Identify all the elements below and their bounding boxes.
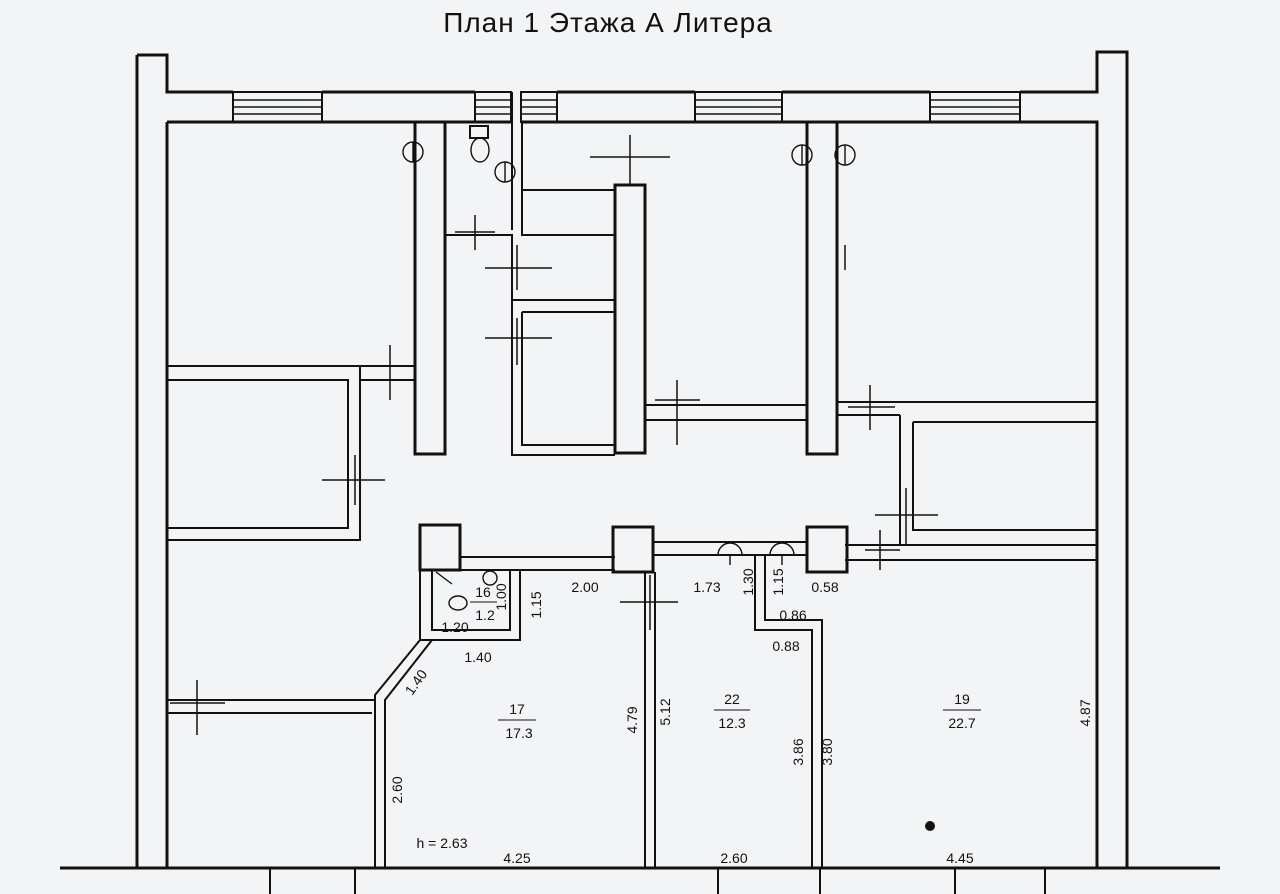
room-19-area: 22.7 — [948, 715, 975, 731]
dim-3-86: 3.86 — [790, 738, 806, 765]
dim-1-15-right: 1.15 — [770, 568, 786, 595]
dim-1-30: 1.30 — [740, 568, 756, 595]
dim-0-86: 0.86 — [779, 607, 806, 623]
door-symbols — [402, 125, 856, 611]
room-17-number: 17 — [509, 701, 525, 717]
dim-2-60-bottom: 2.60 — [720, 850, 747, 866]
dim-5-12: 5.12 — [657, 698, 673, 725]
room-17-area: 17.3 — [505, 725, 532, 741]
dim-4-25: 4.25 — [503, 850, 530, 866]
dim-1-20: 1.20 — [441, 619, 468, 635]
room-19-number: 19 — [954, 691, 970, 707]
dim-2-00: 2.00 — [571, 579, 598, 595]
room-22-number: 22 — [724, 691, 740, 707]
bottom-wall — [60, 866, 1220, 894]
room-16-number: 16 — [475, 584, 491, 600]
dim-1-73: 1.73 — [693, 579, 720, 595]
dimensions: 2.00 1.73 1.30 1.15 0.58 0.86 0.88 1.15 … — [389, 568, 1093, 866]
dim-0-88: 0.88 — [772, 638, 799, 654]
height-label: h = 2.63 — [417, 835, 468, 851]
marker-dot — [925, 821, 935, 831]
room-16-area: 1.2 — [475, 607, 495, 623]
room-labels: 16 1.2 17 17.3 22 12.3 19 22.7 — [470, 584, 981, 741]
dim-0-58: 0.58 — [811, 579, 838, 595]
plan-title: План 1 Этажа А Литера — [443, 7, 773, 38]
dim-1-15-left: 1.15 — [528, 591, 544, 618]
dim-4-45: 4.45 — [946, 850, 973, 866]
dim-4-79: 4.79 — [624, 706, 640, 733]
dim-3-80: 3.80 — [819, 738, 835, 765]
room-22-area: 12.3 — [718, 715, 745, 731]
dim-2-60-vertical: 2.60 — [389, 776, 405, 803]
dim-1-00: 1.00 — [493, 583, 509, 610]
dim-1-40-horizontal: 1.40 — [464, 649, 491, 665]
dim-4-87: 4.87 — [1077, 699, 1093, 726]
door-crosses — [170, 135, 1098, 735]
top-windows — [232, 91, 1021, 123]
